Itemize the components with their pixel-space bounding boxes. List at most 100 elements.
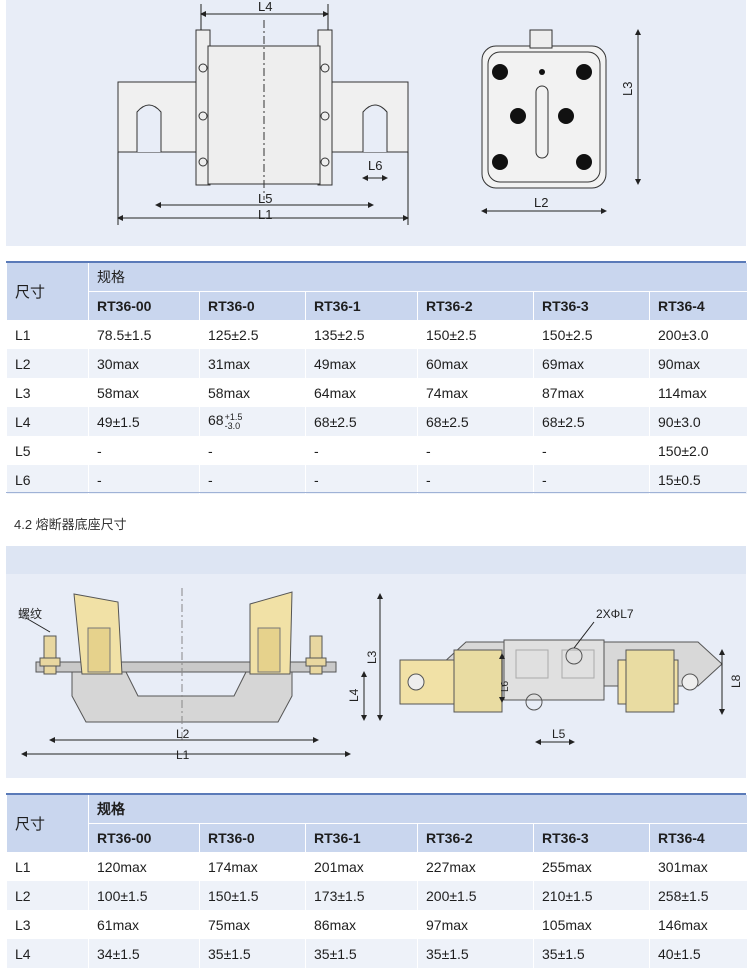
table-cell: 150±1.5 xyxy=(199,881,306,910)
tolerance-upper: +1.5 xyxy=(224,411,243,422)
table-cell: 86max xyxy=(305,910,418,939)
row-label: L5 xyxy=(6,436,89,465)
drawing2-label-L3: L3 xyxy=(365,650,379,664)
fuse-base-drawing-panel: 螺纹 L2 L1 L3 L4 2XΦL7 xyxy=(6,546,746,778)
table-cell: 15±0.5 xyxy=(648,465,747,494)
table-row: L1 120max 174max 201max 227max 255max 30… xyxy=(6,852,747,881)
drawing2-label-L6: L6 xyxy=(500,680,511,692)
table-row: L6 - - - - - 15±0.5 xyxy=(6,465,747,494)
table-cell: 201max xyxy=(305,852,418,881)
table-cell: 49max xyxy=(305,349,418,378)
table-cell: 301max xyxy=(648,852,747,881)
table-cell: 258±1.5 xyxy=(648,881,747,910)
table-cell: 135±2.5 xyxy=(305,320,418,349)
table-cell: 34±1.5 xyxy=(88,939,200,968)
fuse-base-dimension-table: 尺寸 规格 RT36-00 RT36-0 RT36-1 RT36-2 RT36-… xyxy=(6,795,747,968)
drawing1-label-L2: L2 xyxy=(534,195,548,210)
row-label: L2 xyxy=(6,881,89,910)
row-label: L6 xyxy=(6,465,89,494)
table-cell: 114max xyxy=(648,378,747,407)
row-label: L4 xyxy=(6,939,89,968)
table-cell: 210±1.5 xyxy=(533,881,650,910)
table-cell: 87max xyxy=(533,378,650,407)
table-cell: 120max xyxy=(88,852,200,881)
model-header: RT36-2 xyxy=(417,291,534,320)
table-cell: 97max xyxy=(417,910,534,939)
table-cell: 69max xyxy=(533,349,650,378)
drawing2-label-L5: L5 xyxy=(552,727,566,741)
table-cell: - xyxy=(305,465,418,494)
dim-header: 尺寸 xyxy=(6,795,89,852)
table-cell: - xyxy=(533,465,650,494)
table-cell: 255max xyxy=(533,852,650,881)
table-cell: 100±1.5 xyxy=(88,881,200,910)
table-row: L2 100±1.5 150±1.5 173±1.5 200±1.5 210±1… xyxy=(6,881,747,910)
table-cell: - xyxy=(533,436,650,465)
drawing2-label-screw: 螺纹 xyxy=(18,607,42,621)
table-cell: 31max xyxy=(199,349,306,378)
table-row: L5 - - - - - 150±2.0 xyxy=(6,436,747,465)
table-cell: 90±3.0 xyxy=(648,407,747,436)
model-header: RT36-00 xyxy=(88,823,200,852)
table-cell: 58max xyxy=(88,378,200,407)
model-header: RT36-1 xyxy=(305,823,418,852)
drawing2-label-L8: L8 xyxy=(729,674,743,688)
drawing1-label-L5: L5 xyxy=(258,191,272,206)
tolerance-stack: +1.5-3.0 xyxy=(224,411,243,431)
table-row: L4 49±1.5 68+1.5-3.0 68±2.5 68±2.5 68±2.… xyxy=(6,407,747,436)
table-cell: 35±1.5 xyxy=(533,939,650,968)
dim-header: 尺寸 xyxy=(6,263,89,320)
table-cell: 174max xyxy=(199,852,306,881)
table-cell: 150±2.5 xyxy=(533,320,650,349)
table-cell: - xyxy=(199,436,306,465)
model-header: RT36-1 xyxy=(305,291,418,320)
fuse-dimension-drawing: L4 L5 L1 L6 L3 L2 xyxy=(117,0,641,225)
table-cell: 40±1.5 xyxy=(648,939,747,968)
spec-header: 规格 xyxy=(87,263,747,292)
drawing1-label-L6: L6 xyxy=(368,158,382,173)
drawing2-label-hole: 2XΦL7 xyxy=(596,607,634,621)
model-header: RT36-00 xyxy=(88,291,200,320)
row-label: L3 xyxy=(6,910,89,939)
model-header: RT36-0 xyxy=(199,823,306,852)
table-cell: 35±1.5 xyxy=(199,939,306,968)
table-cell: 61max xyxy=(88,910,200,939)
table-cell: 68±2.5 xyxy=(305,407,418,436)
drawing2-label-L2: L2 xyxy=(176,727,190,741)
fuse-base-dimension-drawing: 螺纹 L2 L1 L3 L4 2XΦL7 xyxy=(18,588,743,762)
table-cell: 49±1.5 xyxy=(88,407,200,436)
table-cell: 200±1.5 xyxy=(417,881,534,910)
drawing2-label-L1: L1 xyxy=(176,748,190,762)
row-label: L2 xyxy=(6,349,89,378)
table-cell: 105max xyxy=(533,910,650,939)
table-cell: 200±3.0 xyxy=(648,320,747,349)
table-row: L4 34±1.5 35±1.5 35±1.5 35±1.5 35±1.5 40… xyxy=(6,939,747,968)
table-cell: 68±2.5 xyxy=(417,407,534,436)
table-row: L1 78.5±1.5 125±2.5 135±2.5 150±2.5 150±… xyxy=(6,320,747,349)
row-label: L4 xyxy=(6,407,89,436)
table-cell: - xyxy=(88,436,200,465)
model-header: RT36-3 xyxy=(533,291,650,320)
drawing1-label-L4: L4 xyxy=(258,0,272,14)
table-cell: - xyxy=(417,436,534,465)
table-cell: 35±1.5 xyxy=(417,939,534,968)
model-header: RT36-3 xyxy=(533,823,650,852)
table-row: L3 61max 75max 86max 97max 105max 146max xyxy=(6,910,747,939)
table-cell: 150±2.0 xyxy=(648,436,747,465)
table-cell: 64max xyxy=(305,378,418,407)
table-cell: - xyxy=(88,465,200,494)
table-cell: 173±1.5 xyxy=(305,881,418,910)
table-row: L2 30max 31max 49max 60max 69max 90max xyxy=(6,349,747,378)
l4-base-value: 68 xyxy=(208,412,224,429)
model-header: RT36-4 xyxy=(648,291,747,320)
table-cell: 30max xyxy=(88,349,200,378)
table-cell: 68±2.5 xyxy=(533,407,650,436)
model-header: RT36-0 xyxy=(199,291,306,320)
table-row: L3 58max 58max 64max 74max 87max 114max xyxy=(6,378,747,407)
table-cell: 227max xyxy=(417,852,534,881)
table-cell: 60max xyxy=(417,349,534,378)
tolerance-lower: -3.0 xyxy=(224,420,241,431)
spec-header: 规格 xyxy=(87,795,747,824)
table-cell: 150±2.5 xyxy=(417,320,534,349)
model-header: RT36-4 xyxy=(648,823,747,852)
